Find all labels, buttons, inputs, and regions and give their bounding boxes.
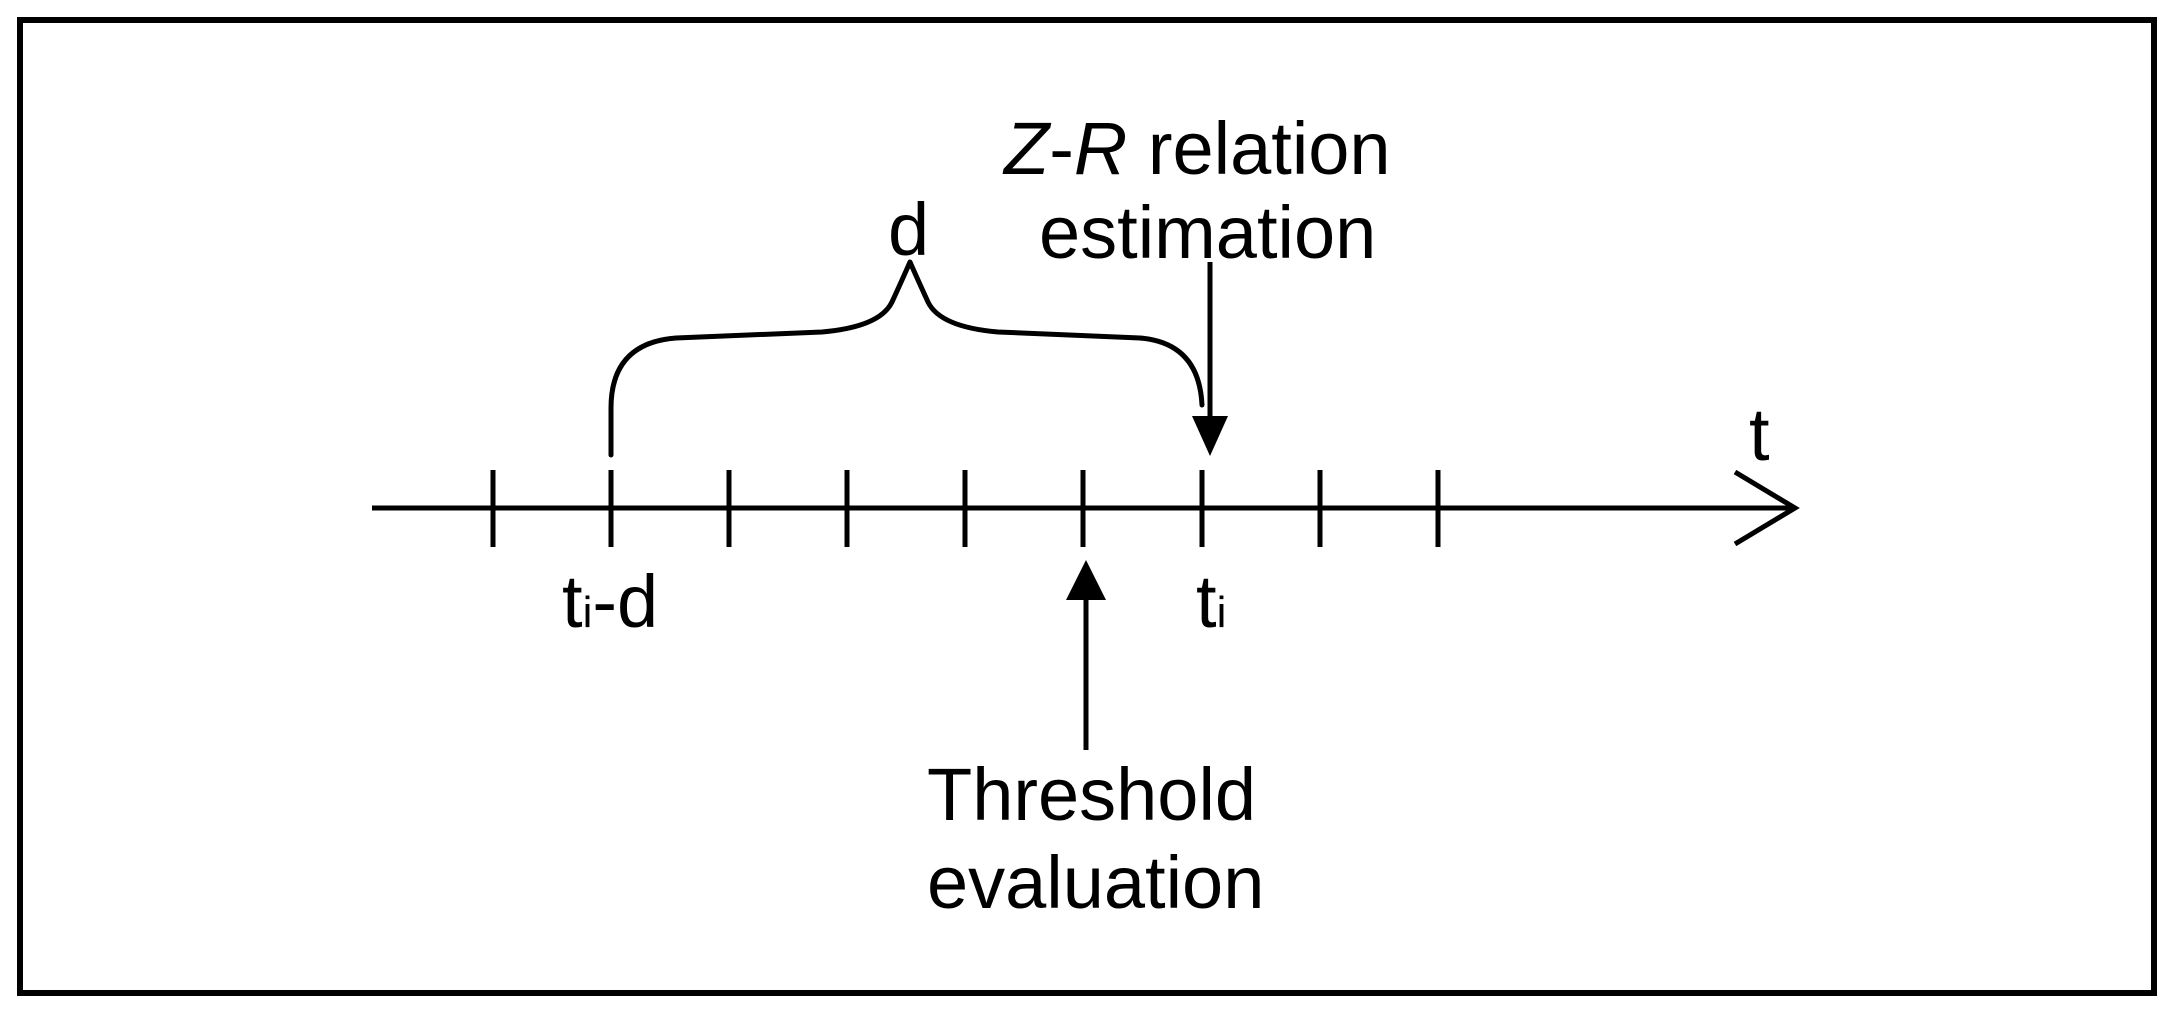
threshold-annotation-line1: Threshold: [927, 753, 1257, 836]
threshold-annotation-line2: evaluation: [927, 841, 1265, 924]
tick-label-base: t: [1196, 560, 1217, 643]
estimation-annotation-line1: Z-R relation: [1004, 112, 1391, 186]
r-variable: R: [1073, 107, 1128, 190]
estimation-arrowhead: [1192, 416, 1228, 456]
tick-label-base: t: [562, 560, 583, 643]
tick-label-subscript: i: [582, 588, 593, 637]
relation-text: relation: [1127, 107, 1391, 190]
tick-label-subscript: i: [1216, 588, 1227, 637]
interval-label: d: [888, 188, 930, 271]
interval-brace: [608, 259, 1205, 458]
tick-label-ti-minus-d: ti-d: [562, 565, 658, 639]
z-r-dash: -: [1049, 107, 1074, 190]
time-axis-arrowhead: [1733, 469, 1800, 547]
time-axis-label: t: [1749, 393, 1770, 476]
tick-label-suffix: -d: [592, 560, 659, 643]
estimation-annotation-line2: estimation: [1039, 191, 1377, 274]
threshold-arrowhead: [1066, 560, 1106, 600]
diagram-frame: [17, 17, 2157, 996]
tick-label-ti: ti: [1196, 565, 1226, 639]
z-variable: Z: [1004, 107, 1050, 190]
